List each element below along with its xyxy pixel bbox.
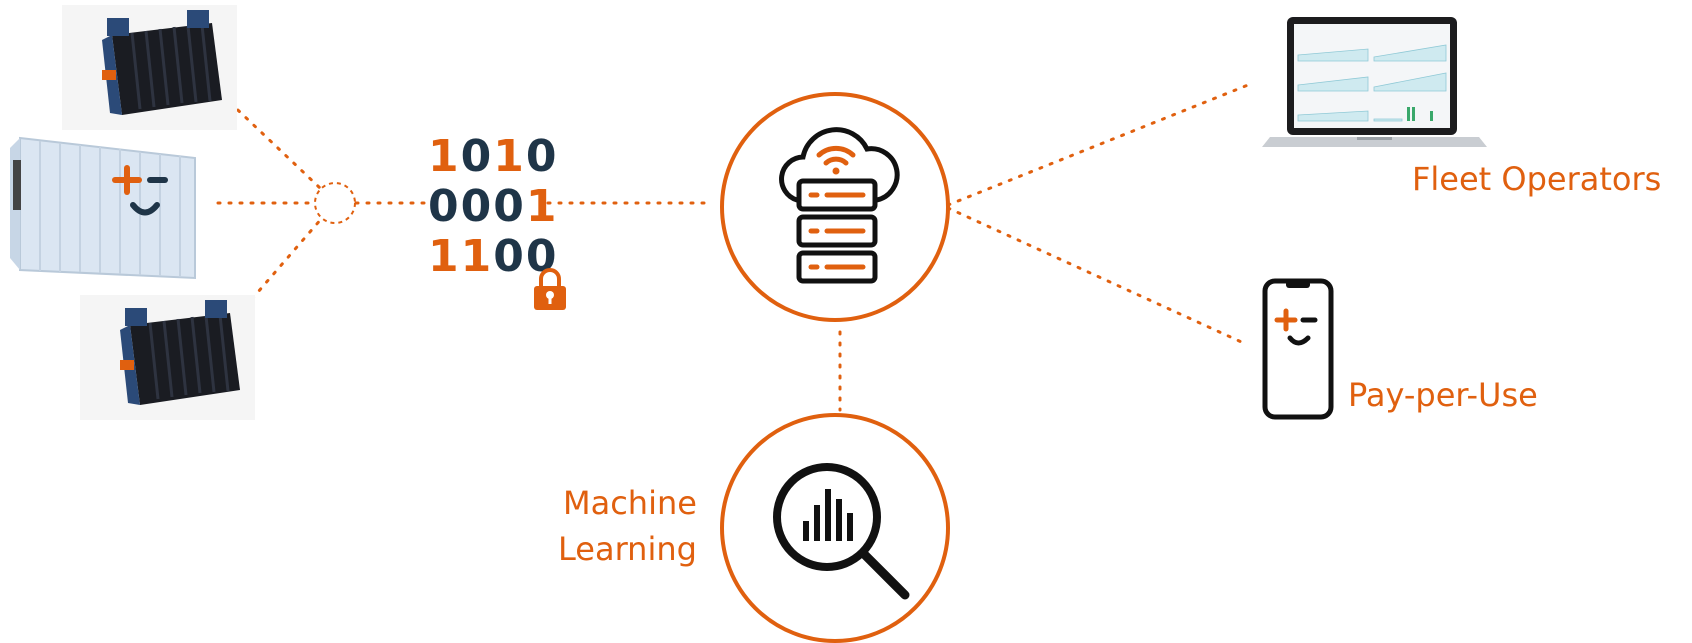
machine-learning-node [720,413,950,643]
fleet-operators-label: Fleet Operators [1412,160,1662,198]
binary-digit: 0 [493,231,526,282]
binary-row: 1100 [428,232,559,282]
binary-digit: 0 [428,181,461,232]
machine-learning-label-line1: Machine [562,484,697,522]
pay-per-use-label: Pay-per-Use [1348,376,1538,414]
machine-learning-label: Machine Learning [558,480,697,572]
battery-container-icon [5,130,205,280]
binary-digit: 0 [460,181,494,232]
analytics-magnifier-icon [773,463,910,600]
binary-digit: 0 [460,131,494,182]
binary-digit: 0 [493,181,526,232]
binary-digit: 1 [493,131,526,182]
binary-digit: 1 [428,231,461,282]
laptop-dashboard-icon [1262,17,1487,147]
cloud-server-icon [779,127,900,284]
cloud-server-node [720,92,950,322]
binary-row: 1010 [428,132,559,182]
smartphone-app-icon [1262,278,1334,420]
junction-node [314,182,356,224]
machine-learning-label-line2: Learning [558,530,697,568]
binary-digit: 1 [428,131,461,182]
battery-module-icon [80,295,255,420]
binary-row: 0001 [428,182,559,232]
binary-digit: 1 [460,231,494,282]
lock-icon [534,268,566,310]
battery-module-icon [62,5,237,130]
binary-digit: 1 [525,181,559,232]
binary-digit: 0 [525,131,559,182]
